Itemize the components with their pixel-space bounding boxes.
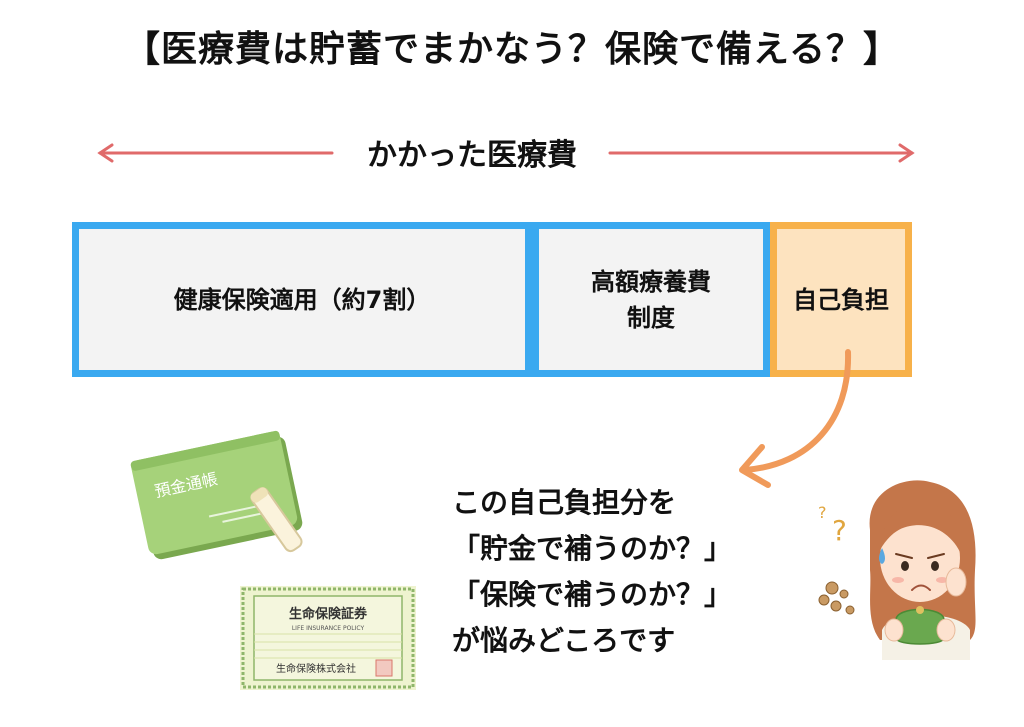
passbook-illustration: 預金通帳 [130,430,303,560]
page-title: 【医療費は貯蓄でまかなう？保険で備える？】 [124,29,900,70]
policy-title: 生命保険証券 [289,606,368,622]
policy-seal [375,659,393,677]
worried-woman-illustration: ? ? [818,480,976,660]
purse [895,608,945,645]
cost-label: かかった医療費 [367,138,577,173]
segment-self-pay-label: 自己負担 [793,285,889,314]
question-line-3: 「保険で補うのか？」 [452,578,733,611]
policy-subtitle: LIFE INSURANCE POLICY [292,625,365,632]
cost-arrow-right-head [898,143,915,163]
segment-self-pay: 自己負担 [770,222,912,377]
segment-high-cost-label-line2: 制度 [627,303,675,332]
question-mark-icon: ? [832,514,847,547]
question-line-1: この自己負担分を [452,486,677,519]
sweat-drop-icon [879,548,885,564]
cost-arrow-left-head [97,143,114,163]
question-line-2: 「貯金で補うのか？」 [452,532,733,565]
passbook-stripe [130,430,281,471]
policy-company: 生命保険株式会社 [276,662,356,675]
left-eye [901,561,909,571]
question-text: この自己負担分を 「貯金で補うのか？」 「保険で補うのか？」 が悩みどころです [452,480,732,664]
segment-high-cost-system: 高額療養費 制度 [532,222,770,377]
insurance-policy-illustration: 生命保険証券 LIFE INSURANCE POLICY 生命保険株式会社 [240,586,416,690]
mouth [911,584,931,591]
question-mark-icon-small: ? [818,503,827,522]
right-eye [931,561,939,571]
hand [945,567,967,597]
coins [818,581,855,615]
segment-health-insurance: 健康保険適用（約7割） [72,222,532,377]
policy-outer-border [241,587,415,689]
segment-high-cost-label-line1: 高額療養費 [591,267,711,296]
hair-bangs [880,503,961,552]
segment-health-insurance-label: 健康保険適用（約7割） [173,285,431,314]
question-line-4: が悩みどころです [452,624,676,657]
curved-arrow-head [739,444,771,488]
